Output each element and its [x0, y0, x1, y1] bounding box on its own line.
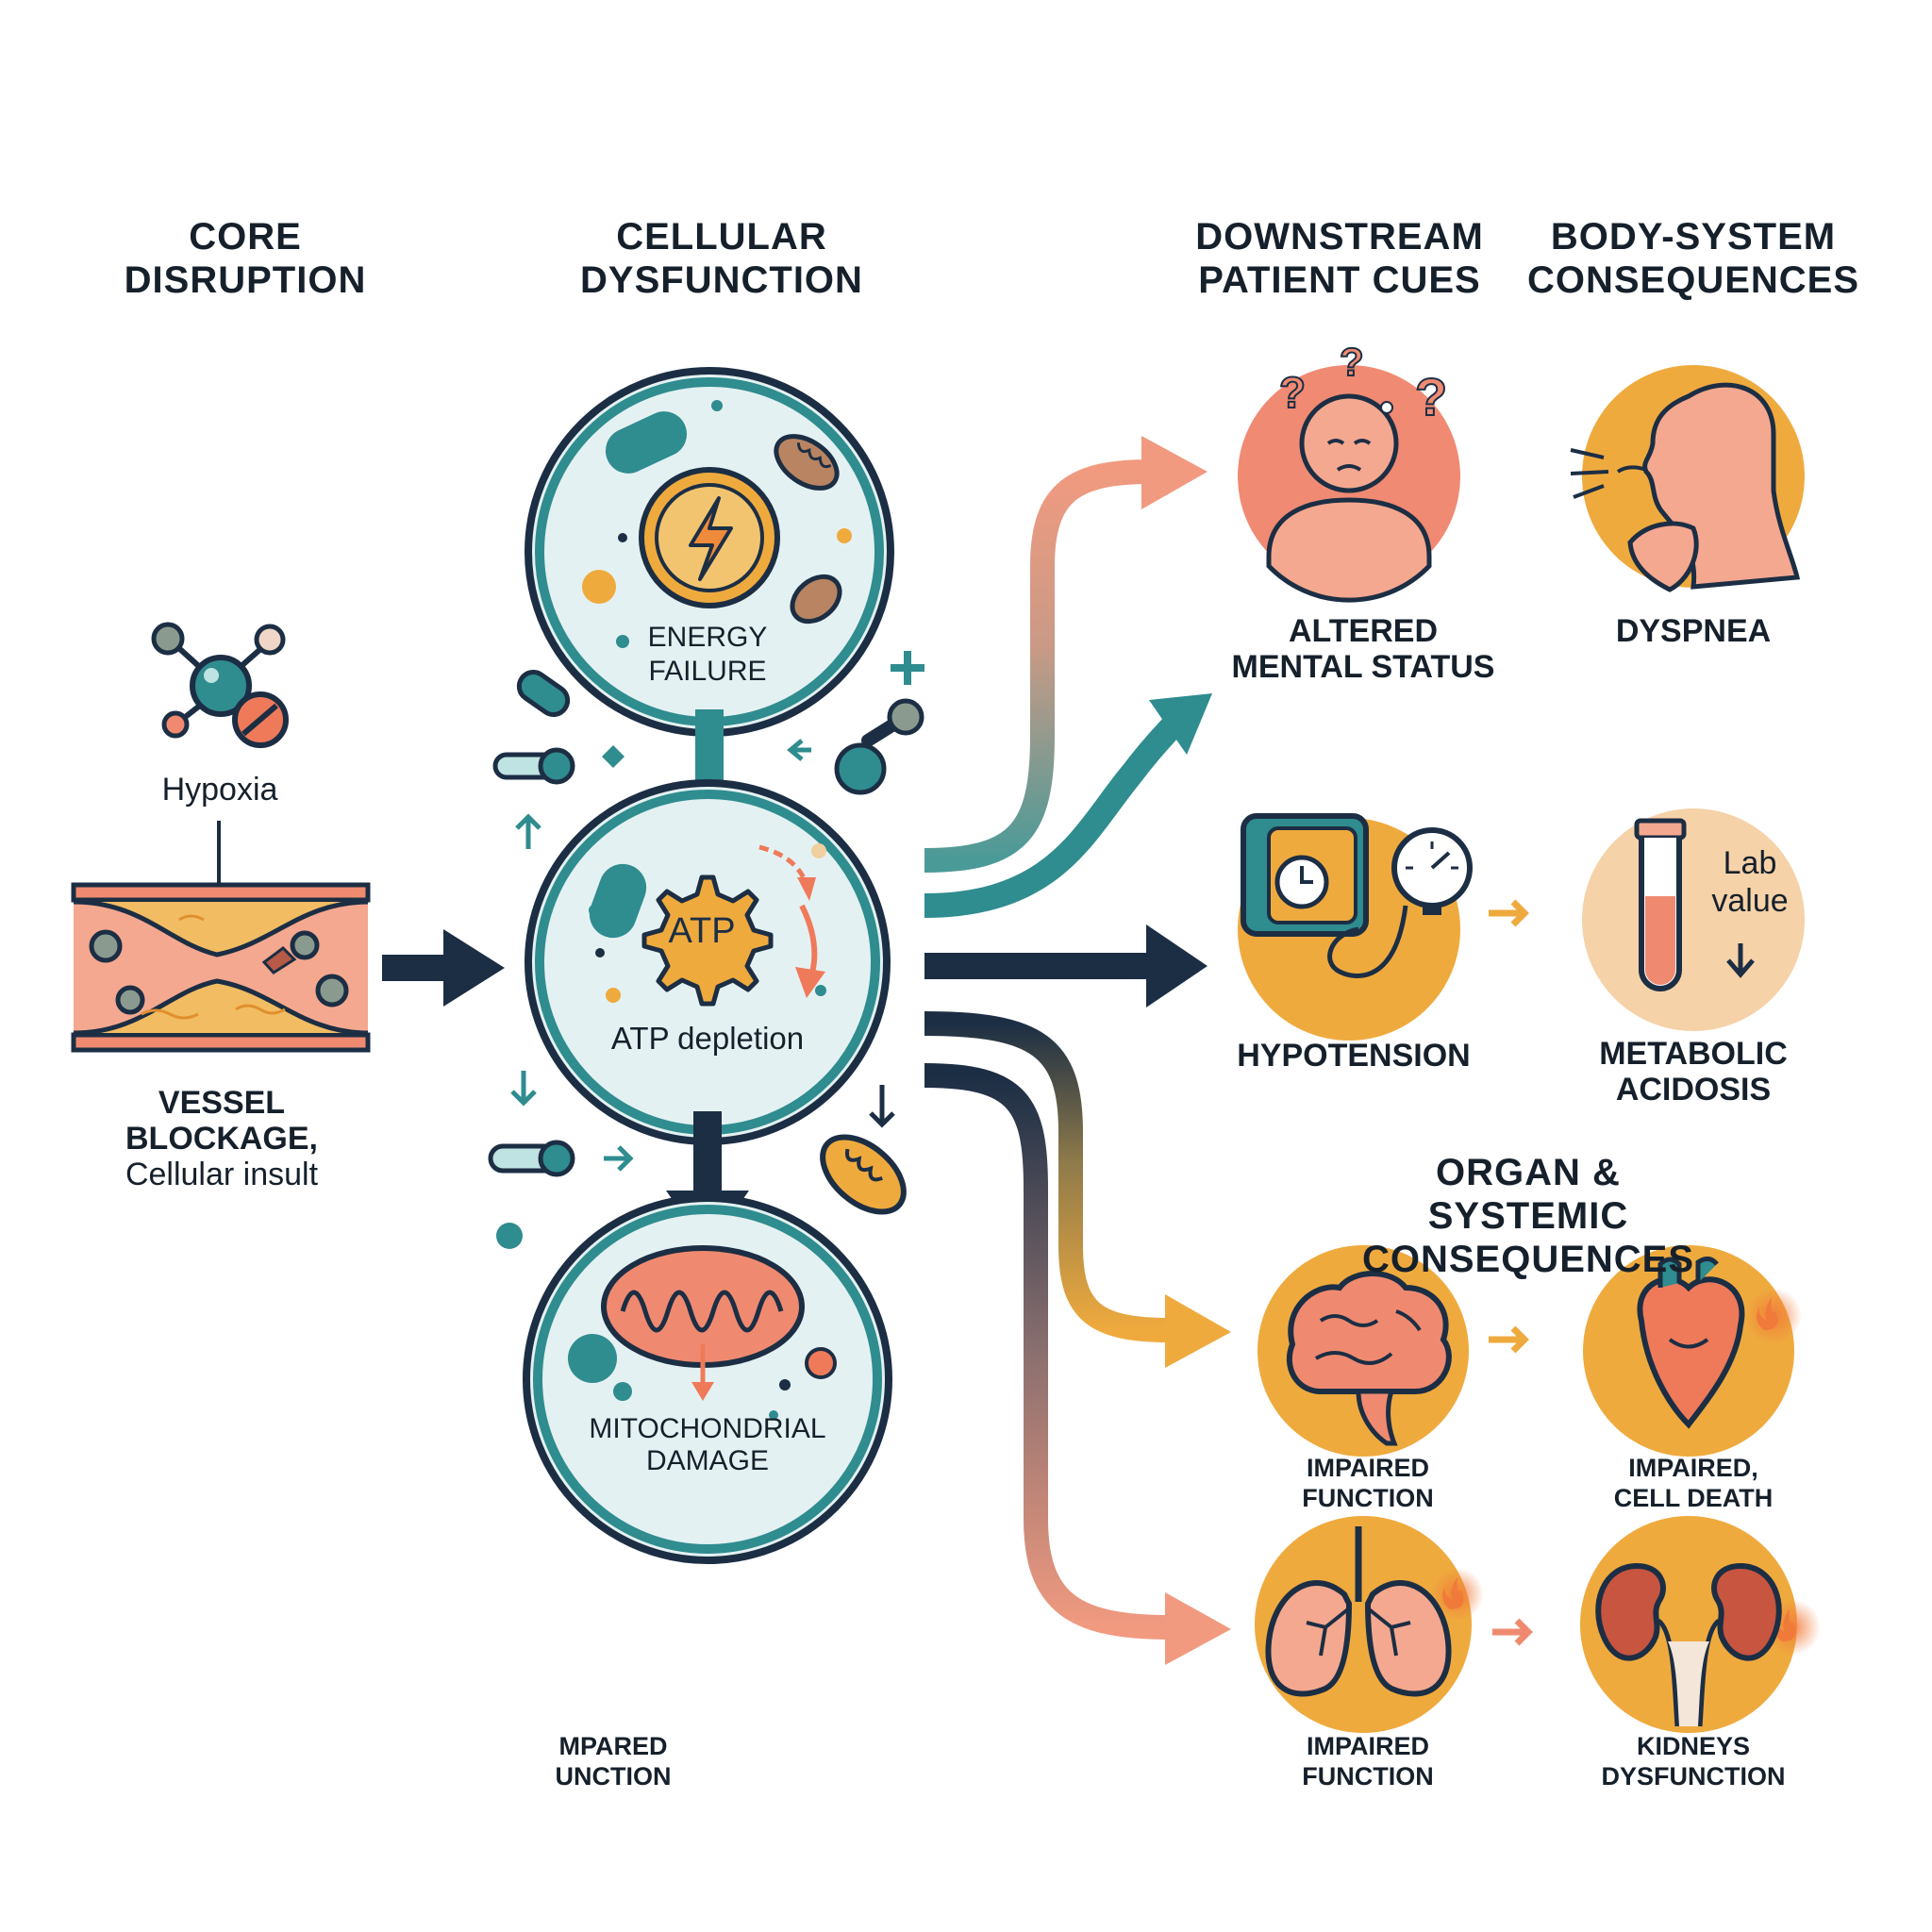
dyspnea-person-icon — [1570, 365, 1805, 592]
lungs-to-kidneys-arrow — [1492, 1618, 1533, 1646]
heart-icon — [1583, 1245, 1802, 1457]
atp-depletion-label: ATP depletion — [610, 1021, 805, 1056]
vessel-blockage-icon — [71, 882, 371, 1053]
kidneys-icon — [1580, 1516, 1821, 1733]
molecule-icon — [151, 622, 289, 748]
core-to-cellular-arrow — [382, 929, 505, 1007]
floating-particles — [488, 651, 924, 1249]
svg-text:?: ? — [1415, 367, 1447, 426]
energy-failure-cell — [525, 367, 894, 737]
brain-icon — [1257, 1245, 1469, 1457]
atp-badge-label: ATP — [668, 911, 736, 951]
test-tube-icon — [1582, 808, 1805, 1031]
hypoxia-label: Hypoxia — [161, 772, 278, 808]
gear-icon — [641, 874, 774, 1007]
mitochondrial-damage-cell — [523, 1194, 892, 1564]
heart-cell-death-label: IMPAIRED,CELL DEATH — [1613, 1454, 1774, 1512]
svg-text:?: ? — [1279, 368, 1306, 417]
lightning-icon — [689, 496, 733, 581]
atp-depletion-cell — [525, 779, 891, 1145]
hypotension-to-acidosis-arrow — [1489, 899, 1529, 927]
brain-to-heart-arrow — [1489, 1325, 1529, 1354]
lungs-icon — [1255, 1516, 1484, 1733]
svg-text:?: ? — [1340, 340, 1364, 384]
dyspnea-label: DYSPNEA — [1615, 613, 1772, 649]
confused-person-icon: ? ? ? — [1238, 339, 1460, 603]
blood-pressure-cuff-icon — [1238, 813, 1473, 1041]
hypotension-label: HYPOTENSION — [1237, 1038, 1471, 1074]
vessel-blockage-label: VESSEL BLOCKAGE, Cellular insult — [125, 1085, 319, 1192]
flow-arrows — [924, 436, 1231, 1665]
